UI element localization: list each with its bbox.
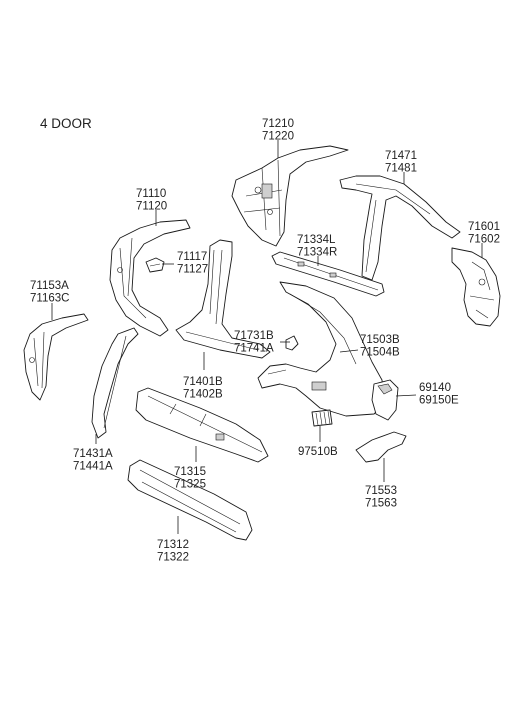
- part-number-label: 71117: [177, 251, 207, 263]
- part-center-pillar-outer[interactable]: [175, 239, 271, 359]
- part-number-label: 97510B: [298, 446, 338, 458]
- part-sill-outer[interactable]: [127, 459, 253, 541]
- part-number-label: 71312: [157, 539, 189, 551]
- part-number-label: 71401B: [183, 376, 223, 388]
- part-rear-extension[interactable]: [355, 431, 407, 463]
- part-front-pillar-outer[interactable]: [23, 313, 89, 401]
- part-number-label: 71602: [468, 234, 500, 246]
- part-number-label: 71504B: [360, 347, 400, 359]
- leader-line: [339, 349, 359, 353]
- part-number-label: 71402B: [183, 389, 223, 401]
- part-number-label: 71110: [136, 188, 166, 200]
- part-number-label: 71553: [365, 485, 397, 497]
- part-roof-rail[interactable]: [271, 251, 385, 297]
- part-rear-wheelhouse-inner[interactable]: [451, 247, 501, 327]
- part-number-label: 71120: [136, 201, 167, 213]
- part-vent-grille[interactable]: [311, 409, 333, 427]
- part-number-label: 71163C: [30, 293, 69, 305]
- part-bracket[interactable]: [145, 257, 165, 273]
- part-number-label: 71127: [177, 264, 208, 276]
- part-number-label: 71431A: [73, 448, 113, 460]
- callout-c14[interactable]: 97510B: [298, 426, 338, 458]
- part-number-label: 71322: [157, 552, 189, 564]
- part-number-label: 71315: [174, 466, 206, 478]
- part-number-label: 71601: [468, 221, 500, 233]
- part-clip[interactable]: [285, 335, 299, 351]
- part-number-label: 69150E: [419, 395, 459, 407]
- part-number-label: 71441A: [73, 461, 113, 473]
- part-front-pillar-inner[interactable]: [109, 219, 191, 337]
- part-number-label: 69140: [419, 382, 451, 394]
- part-center-pillar-inner[interactable]: [231, 145, 349, 247]
- part-number-label: 71220: [262, 131, 294, 143]
- diagram-title: 4 DOOR: [40, 116, 92, 131]
- part-number-label: 71563: [365, 498, 397, 510]
- part-sill-inner[interactable]: [135, 387, 269, 463]
- part-number-label: 71334L: [297, 234, 336, 246]
- part-number-label: 71210: [262, 118, 294, 130]
- part-tail-bracket[interactable]: [371, 379, 399, 421]
- part-number-label: 71741A: [234, 343, 274, 355]
- part-number-label: 71153A: [30, 280, 69, 292]
- part-c-pillar-outer[interactable]: [339, 175, 461, 281]
- part-number-label: 71503B: [360, 334, 400, 346]
- part-number-label: 71471: [385, 150, 417, 162]
- part-number-label: 71334R: [297, 247, 337, 259]
- part-number-label: 71481: [385, 163, 417, 175]
- part-number-label: 71325: [174, 479, 206, 491]
- part-number-label: 71731B: [234, 330, 274, 342]
- leader-line: [395, 394, 417, 397]
- part-pillar-reinforcement[interactable]: [91, 327, 139, 439]
